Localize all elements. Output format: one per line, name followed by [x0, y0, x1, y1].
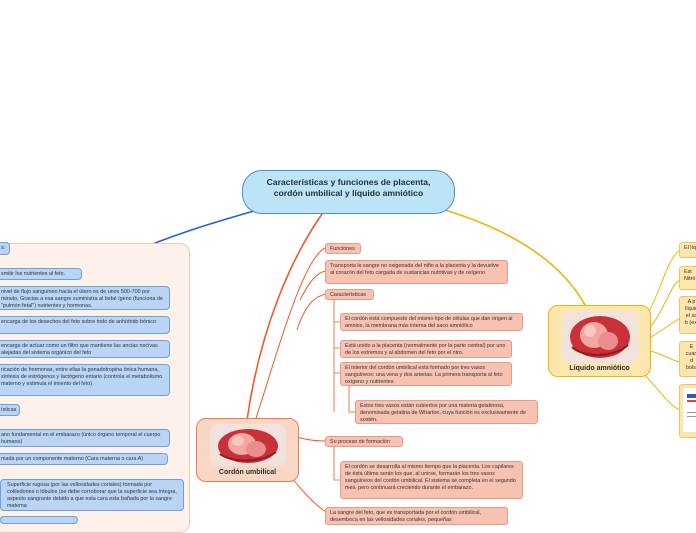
cordon-proceso-sangre[interactable]: La sangre del feto, que es transportada …	[325, 507, 508, 525]
liquido-item-4[interactable]: E cuan d bolsi	[679, 341, 696, 377]
cordon-proceso-desarrollo[interactable]: El cordón se desarrolla al mismo tiempo …	[340, 461, 523, 499]
connector-cordon-branches	[251, 247, 327, 513]
connector-liquido	[444, 209, 586, 306]
cordon-proceso[interactable]: Su proceso de formación	[325, 436, 403, 447]
placenta-item-organo[interactable]: ano fundamental en el embarazo (único ór…	[0, 429, 170, 447]
cordon-caract-wharton[interactable]: Estos tres vasos están cubiertos por una…	[355, 400, 538, 424]
placenta-item-caracteristicas[interactable]: ísticas	[0, 404, 20, 416]
fetus-image	[210, 424, 286, 466]
central-title: Características y funciones de placenta,…	[266, 177, 431, 198]
liquido-amniotico-node[interactable]: Líquido amniótico	[548, 305, 651, 377]
placenta-item-filtro[interactable]: encarga de actuar como un filtro que man…	[0, 340, 170, 358]
connector-proceso-sub	[333, 447, 341, 481]
liquido-item-2[interactable]: Est Nitró	[679, 266, 696, 290]
placenta-item-desechos[interactable]: encarga de los desechos del feto sobre t…	[0, 316, 170, 334]
cordon-caract-unido[interactable]: Está unido a la placenta (normalmente po…	[340, 340, 512, 358]
connector-liquido-branches	[639, 249, 681, 411]
cordon-caract-celulas[interactable]: El cordón está compuesto del mismo tipo …	[340, 313, 523, 331]
cordon-transporta[interactable]: Transporta la sangre no oxigenada del ni…	[325, 260, 508, 284]
placenta-item-transmitir[interactable]: smitir los nutrientes al feto.	[0, 268, 82, 280]
cordon-caract-vasos[interactable]: El interior del cordón umbilical está fo…	[340, 362, 512, 386]
placenta-item-superficie[interactable]: Superficie rugosa (por las vellosidades …	[0, 479, 184, 511]
cordon-funciones[interactable]: Funciones	[325, 243, 361, 254]
liquido-title: Líquido amniótico	[569, 365, 630, 372]
placenta-item-componente-materno[interactable]: mada por un componente materno (Cara mat…	[0, 453, 168, 465]
cordon-title: Cordón umbilical	[218, 469, 277, 476]
placenta-item-flujo[interactable]: nivel de flujo sanguíneo hacia el útero …	[0, 286, 170, 310]
placenta-item-hormonas[interactable]: ricación de hormonas, entre ellas la gon…	[0, 364, 170, 396]
cordon-caracteristicas[interactable]: Características	[325, 289, 374, 300]
fetus-image-2	[562, 311, 638, 363]
liquido-item-1[interactable]: El líq	[679, 242, 696, 258]
thumbnail-icon	[683, 388, 696, 432]
liquido-item-3[interactable]: A p líquid el sa b (exi	[679, 296, 696, 334]
cordon-umbilical-node[interactable]: Cordón umbilical	[196, 418, 299, 482]
placenta-item-funciones[interactable]: s:	[0, 242, 10, 255]
liquido-item-image[interactable]	[679, 384, 696, 438]
connector-caracteristicas-sub	[333, 300, 355, 413]
connector-cordon	[246, 213, 323, 421]
placenta-item-next[interactable]	[0, 516, 78, 524]
central-topic[interactable]: Características y funciones de placenta,…	[242, 170, 455, 214]
